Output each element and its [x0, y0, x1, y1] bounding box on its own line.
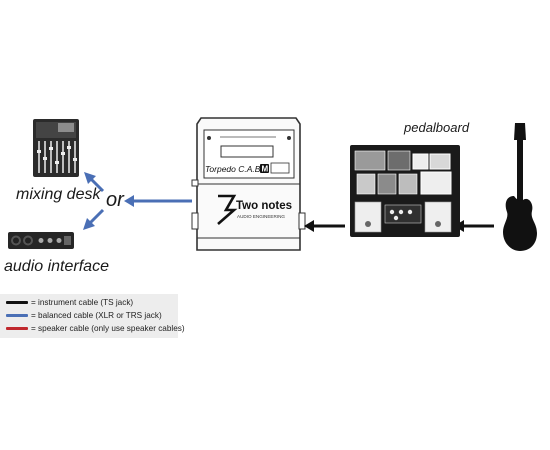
cable-legend: = instrument cable (TS jack) = balanced …	[0, 294, 185, 338]
or-label: or	[106, 189, 124, 211]
legend-text: = balanced cable (XLR or TRS jack)	[31, 311, 162, 320]
mixing-desk-label: mixing desk	[16, 186, 101, 203]
instrument-cable-swatch	[6, 301, 28, 304]
pedalboard-label: pedalboard	[404, 120, 470, 135]
speaker-cable-swatch	[6, 327, 28, 330]
legend-text: = instrument cable (TS jack)	[31, 298, 134, 307]
model-badge: M	[262, 165, 269, 174]
legend-row-balanced: = balanced cable (XLR or TRS jack)	[6, 310, 162, 321]
device-name: Torpedo C.A.B.	[205, 164, 263, 174]
brand-name: Two notes	[236, 200, 292, 212]
torpedo-cab-device	[191, 117, 306, 251]
guitar-icon	[503, 123, 537, 251]
balanced-cable-arrows	[86, 175, 192, 227]
brand-subtitle: AUDIO ENGINEERING	[237, 214, 285, 219]
legend-row-speaker: = speaker cable (only use speaker cables…	[6, 323, 185, 334]
legend-text: = speaker cable (only use speaker cables…	[31, 324, 185, 333]
pedalboard-icon	[350, 145, 460, 237]
instrument-arrow-to-torpedo	[304, 220, 314, 232]
audio-interface-icon	[8, 232, 74, 249]
mixing-desk-icon	[33, 119, 79, 177]
audio-interface-label: audio interface	[4, 258, 109, 275]
legend-row-instrument: = instrument cable (TS jack)	[6, 297, 133, 308]
balanced-cable-swatch	[6, 314, 28, 317]
